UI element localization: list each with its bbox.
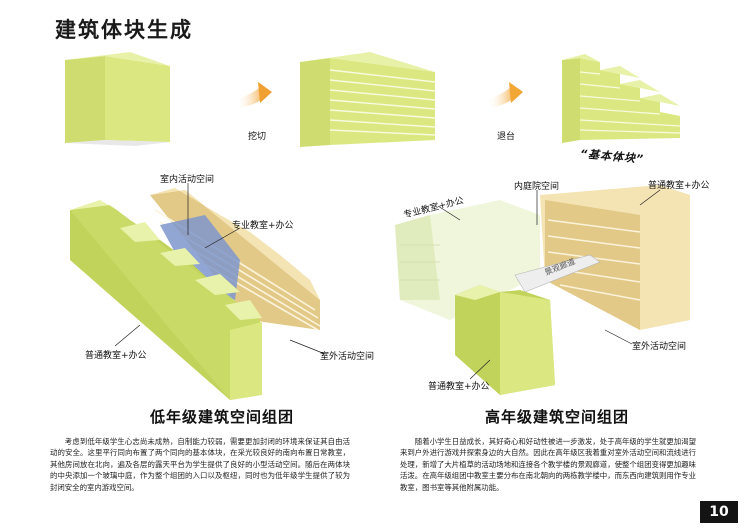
low-grade-cluster: [70, 188, 321, 400]
massing-block-initial: [65, 52, 170, 146]
high-grade-description: 随着小学生日益成长，其好奇心和好动性被进一步激发，处于高年级的学生就更加渴望来到…: [400, 437, 696, 492]
low-grade-leaders: [114, 183, 326, 355]
landscape-corridor: [514, 254, 601, 293]
step-dig-label: 挖切: [248, 132, 267, 142]
high-grade-leaders: [437, 189, 661, 380]
indoor-space-label: 室内活动空间: [160, 175, 215, 185]
general-classroom-label: 普通教室+办公: [85, 351, 147, 361]
high-grade-title: 高年级建筑空间组团: [485, 408, 630, 426]
step-terrace-label: 退台: [497, 132, 516, 142]
page-number: 10: [700, 501, 738, 523]
page-title: 建筑体块生成: [55, 18, 193, 42]
low-grade-description: 考虑到低年级学生心志尚未成熟，自制能力较弱，需要更加封闭的环境来保证其自由活动的…: [50, 437, 350, 492]
high-grade-cluster: [395, 185, 690, 395]
high-general-classroom-bottom-label: 普通教室+办公: [428, 382, 490, 392]
outdoor-space-label: 室外活动空间: [320, 352, 375, 362]
massing-block-terraced: [562, 54, 681, 143]
low-grade-title: 低年级建筑空间组团: [150, 408, 295, 426]
process-arrow-1: [236, 86, 266, 108]
high-outdoor-space-label: 室外活动空间: [632, 342, 687, 352]
courtyard-space-label: 内庭院空间: [514, 182, 560, 192]
special-classroom-label: 专业教室+办公: [232, 221, 294, 231]
massing-block-cut: [300, 52, 436, 147]
high-general-classroom-top-label: 普通教室+办公: [648, 181, 710, 191]
process-arrow-2: [488, 86, 516, 108]
